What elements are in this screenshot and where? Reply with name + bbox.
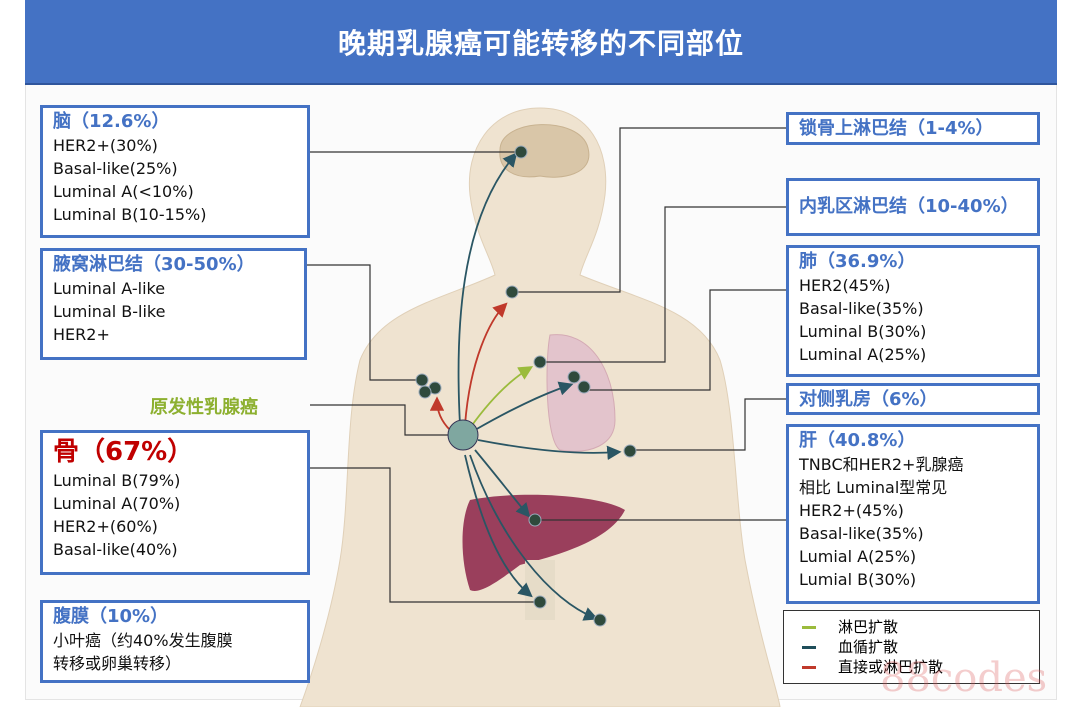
legend-item-blood: 血循扩散 <box>802 637 1039 657</box>
lung-title: 肺（36.9%） <box>799 251 916 272</box>
brain-line: Basal-like(25%) <box>53 159 178 178</box>
bone-line: Basal-like(40%) <box>53 540 178 559</box>
legend-label: 直接或淋巴扩散 <box>838 658 944 676</box>
body-silhouette <box>299 107 781 707</box>
lung-line: Basal-like(35%) <box>799 299 924 318</box>
clavicle-box: 锁骨上淋巴结（1-4%） <box>786 112 1040 145</box>
liver-line: Basal-like(35%) <box>799 524 924 543</box>
brain-box: 脑（12.6%） HER2+(30%) Basal-like(25%) Lumi… <box>40 105 310 238</box>
bone-line: Luminal A(70%) <box>53 494 181 513</box>
peritoneum-line: 转移或卵巢转移） <box>53 654 182 673</box>
legend-swatch <box>802 625 816 629</box>
liver-box: 肝（40.8%） TNBC和HER2+乳腺癌 相比 Luminal型常见 HER… <box>786 424 1040 604</box>
primary-tumor-label: 原发性乳腺癌 <box>150 397 258 418</box>
axilla-line: Luminal B-like <box>53 302 166 321</box>
bone-line: HER2+(60%) <box>53 517 158 536</box>
bone-title: 骨（67%） <box>53 437 194 467</box>
watermark: 88codes <box>880 655 1048 701</box>
page-title: 晚期乳腺癌可能转移的不同部位 <box>337 26 744 60</box>
legend-label: 血循扩散 <box>838 638 899 656</box>
brain-title: 脑（12.6%） <box>53 111 170 132</box>
legend-item-direct: 直接或淋巴扩散 <box>802 657 1039 677</box>
lung-line: Luminal B(30%) <box>799 322 927 341</box>
liver-title: 肝（40.8%） <box>799 430 916 451</box>
legend-swatch <box>802 645 816 649</box>
spine <box>525 560 555 620</box>
brain-line: Luminal B(10-15%) <box>53 205 207 224</box>
legend-label: 淋巴扩散 <box>838 618 899 636</box>
liver-line: TNBC和HER2+乳腺癌 <box>799 455 964 474</box>
lung-line: HER2(45%) <box>799 276 891 295</box>
callout-lines <box>307 127 786 603</box>
contralateral-box: 对侧乳房（6%） <box>786 383 1040 415</box>
peritoneum-box: 腹膜（10%） 小叶癌（约40%发生腹膜 转移或卵巢转移） <box>40 600 310 683</box>
axilla-title: 腋窝淋巴结（30-50%） <box>53 254 255 275</box>
axilla-line: HER2+ <box>53 325 110 344</box>
peritoneum-line: 小叶癌（约40%发生腹膜 <box>53 631 233 650</box>
peritoneum-title: 腹膜（10%） <box>53 606 169 627</box>
brain-line: Luminal A(<10%) <box>53 182 194 201</box>
contralateral-title: 对侧乳房（6%） <box>799 389 938 410</box>
clavicle-title: 锁骨上淋巴结（1-4%） <box>799 118 994 139</box>
liver-line: Lumial B(30%) <box>799 570 917 589</box>
brain-line: HER2+(30%) <box>53 136 158 155</box>
spread-arrows <box>429 152 622 621</box>
bone-line: Luminal B(79%) <box>53 471 181 490</box>
bone-box: 骨（67%） Luminal B(79%) Luminal A(70%) HER… <box>40 430 310 575</box>
legend-swatch <box>802 665 816 669</box>
legend: 淋巴扩散 血循扩散 直接或淋巴扩散 <box>783 610 1040 684</box>
metastasis-nodes <box>415 145 637 627</box>
lung-line: Luminal A(25%) <box>799 345 927 364</box>
liver-line: 相比 Luminal型常见 <box>799 478 948 497</box>
axilla-box: 腋窝淋巴结（30-50%） Luminal A-like Luminal B-l… <box>40 248 307 360</box>
primary-tumor <box>447 419 479 451</box>
liver-organ <box>462 494 625 591</box>
mammary-title: 内乳区淋巴结（10-40%） <box>799 196 1019 217</box>
liver-line: HER2+(45%) <box>799 501 904 520</box>
mammary-box: 内乳区淋巴结（10-40%） <box>786 178 1040 236</box>
lung-box: 肺（36.9%） HER2(45%) Basal-like(35%) Lumin… <box>786 245 1040 377</box>
brain-organ <box>499 124 590 178</box>
header-banner: 晚期乳腺癌可能转移的不同部位 <box>25 0 1057 85</box>
liver-line: Lumial A(25%) <box>799 547 917 566</box>
legend-item-lymphatic: 淋巴扩散 <box>802 617 1039 637</box>
axilla-line: Luminal A-like <box>53 279 166 298</box>
